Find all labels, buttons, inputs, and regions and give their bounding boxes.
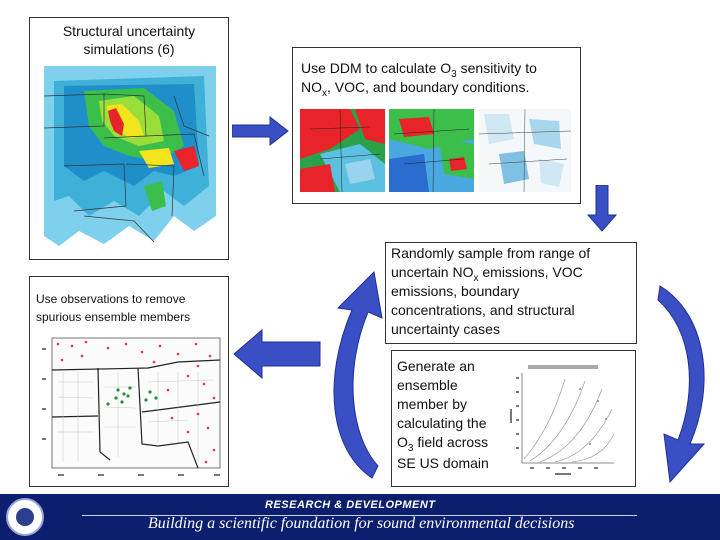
sensitivity-map-nox (300, 109, 385, 192)
footer-divider (82, 515, 637, 516)
structural-simulations-box: Structural uncertainty simulations (6) (29, 17, 229, 260)
arrow-down-icon (587, 185, 617, 232)
generate-member-box: Generate an ensemble member by calculati… (391, 350, 636, 487)
footer-title: RESEARCH & DEVELOPMENT (265, 499, 436, 511)
epa-seal-icon (6, 498, 44, 536)
us-ozone-map (44, 66, 216, 252)
generate-line5-post: field across (413, 434, 489, 450)
sample-line2-pre: uncertain NO (391, 264, 474, 280)
generate-line6: SE US domain (397, 455, 489, 471)
ddm-sensitivity-box: Use DDM to calculate O3 sensitivity to N… (292, 47, 581, 204)
curved-arrow-down-icon (657, 285, 706, 484)
random-sample-box: Randomly sample from range of uncertain … (385, 242, 637, 344)
sample-line2-post: emissions, VOC (478, 264, 583, 280)
generate-line1: Generate an (397, 358, 475, 374)
ddm-line2-post: , VOC, and boundary conditions. (327, 79, 530, 95)
structural-title-line2: simulations (6) (83, 41, 175, 57)
ddm-text-line2: NOx, VOC, and boundary conditions. (301, 79, 529, 99)
observations-line2: spurious ensemble members (36, 310, 191, 324)
sample-line2-sub: x (473, 272, 479, 284)
observations-box: Use observations to remove spurious ense… (29, 276, 229, 487)
footer-banner: RESEARCH & DEVELOPMENT Building a scient… (0, 494, 720, 540)
structural-title-line1: Structural uncertainty (62, 23, 196, 39)
sensitivity-map-boundary (479, 109, 571, 192)
sensitivity-map-voc (389, 109, 474, 192)
ddm-text-line1: Use DDM to calculate O3 sensitivity to (301, 60, 537, 80)
arrow-left-icon (233, 328, 321, 380)
ddm-line1-pre: Use DDM to calculate O (301, 60, 452, 76)
generate-line5-sub: 3 (407, 442, 414, 454)
isopleth-plot-thumbnail (510, 359, 620, 479)
sample-line3: emissions, boundary (391, 283, 520, 299)
southeast-us-station-map (38, 332, 226, 482)
generate-line4: calculating the (397, 415, 487, 431)
arrow-right-icon (232, 115, 289, 147)
sample-line1: Randomly sample from range of (391, 245, 591, 261)
generate-line3: member by (397, 396, 468, 412)
generate-line5: O3 field across (397, 434, 488, 454)
ddm-line2-sub: x (322, 87, 327, 99)
sample-line2: uncertain NOx emissions, VOC (391, 264, 583, 284)
curved-arrow-up-icon (333, 270, 383, 479)
ddm-line1-post: sensitivity to (456, 60, 537, 76)
sample-line5: uncertainty cases (391, 321, 500, 337)
footer-subtitle: Building a scientific foundation for sou… (148, 515, 575, 532)
generate-line5-pre: O (397, 434, 408, 450)
generate-line2: ensemble (397, 377, 458, 393)
ddm-line1-sub: 3 (451, 68, 457, 80)
sample-line4: concentrations, and structural (391, 302, 575, 318)
ddm-line2-pre: NO (301, 79, 322, 95)
observations-line1: Use observations to remove (36, 292, 186, 306)
